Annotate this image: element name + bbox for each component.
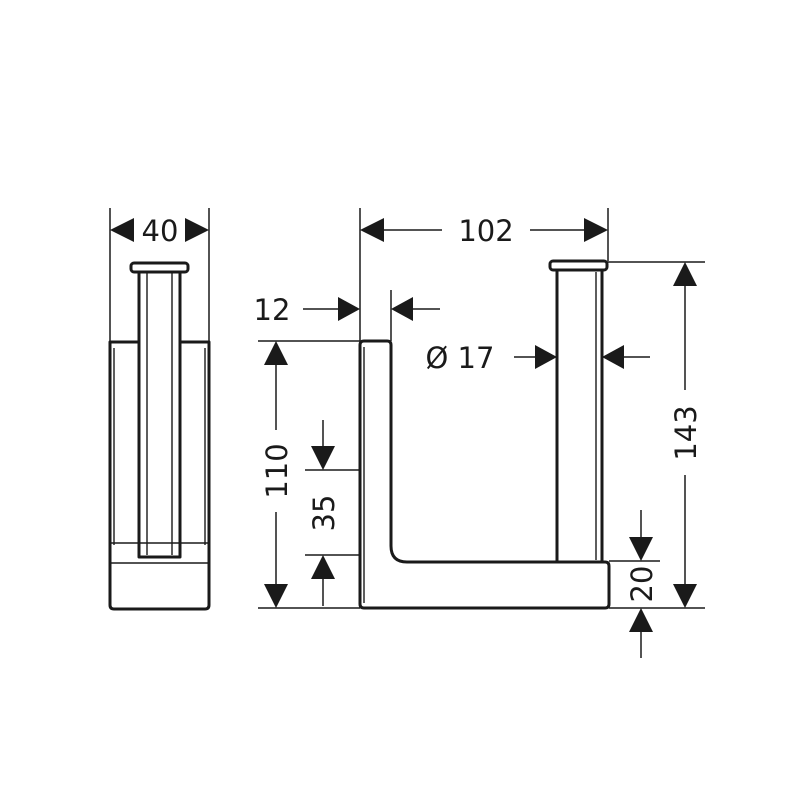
dimension-label-base-height: 20 [625, 566, 659, 603]
arrow-head [264, 584, 288, 608]
arrow-head [360, 218, 384, 242]
dimension-inner-height: 110 [258, 340, 360, 609]
dimension-label-wall-thickness: 12 [254, 293, 291, 327]
arrow-head [264, 341, 288, 365]
side-view-rod-cap [129, 261, 190, 274]
arrow-head [311, 555, 335, 579]
arrow-head [602, 345, 624, 369]
dimension-width: 102 [359, 208, 609, 341]
dimension-label-inner-height: 110 [260, 443, 294, 498]
front-view-rod [555, 266, 604, 564]
dimension-wall-thickness: 12 [254, 290, 440, 341]
arrow-head [584, 218, 608, 242]
arrow-head [110, 218, 134, 242]
dimension-label-width: 102 [458, 214, 513, 248]
side-view-rod [137, 268, 182, 559]
arrow-head [673, 584, 697, 608]
front-view-bracket [358, 339, 611, 610]
dimension-label-total-height: 143 [669, 405, 703, 460]
arrow-head [629, 608, 653, 632]
arrow-head [391, 297, 413, 321]
dimension-label-depth: 40 [142, 214, 179, 248]
front-view-rod-cap [548, 259, 609, 272]
arrow-head [311, 446, 335, 470]
dimension-diameter: Ø 17 [426, 341, 650, 375]
dimension-label-lower-offset: 35 [307, 495, 341, 532]
arrow-head [338, 297, 360, 321]
dimension-depth: 40 [109, 208, 210, 342]
arrow-head [535, 345, 557, 369]
side-view [108, 261, 211, 611]
dimension-total-height: 143 [607, 261, 705, 609]
arrow-head [673, 262, 697, 286]
dimension-lower-offset: 35 [305, 420, 360, 606]
front-view [358, 259, 611, 610]
dimension-base-height: 20 [609, 510, 660, 658]
dimension-label-diameter: Ø 17 [426, 341, 495, 375]
arrow-head [629, 537, 653, 561]
arrow-head [185, 218, 209, 242]
